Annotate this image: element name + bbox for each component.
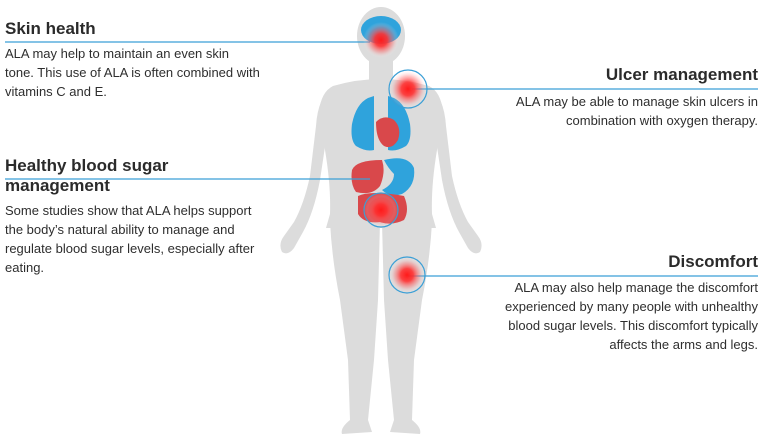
hotspot-chest — [388, 69, 428, 109]
heart-icon — [376, 117, 400, 148]
callout-body: ALA may help to maintain an even skin to… — [5, 46, 260, 99]
connector-lines — [5, 41, 758, 277]
hotspot-head — [363, 22, 399, 58]
callout-body: Some studies show that ALA helps support… — [5, 203, 255, 275]
callout-body: ALA may also help manage the discomfort … — [505, 280, 758, 352]
callout-body: ALA may be able to manage skin ulcers in… — [515, 94, 758, 128]
callout-blood-sugar: Healthy blood sugar management Some stud… — [5, 156, 273, 277]
liver-icon — [351, 160, 384, 194]
callout-title: Skin health — [5, 19, 96, 38]
stomach-icon — [382, 158, 415, 196]
callout-skin-health: Skin health ALA may help to maintain an … — [5, 19, 260, 101]
callout-title: Discomfort — [668, 252, 758, 271]
hotspot-thigh — [388, 256, 426, 294]
hotspot-abdomen — [363, 192, 399, 228]
callout-title: Healthy blood sugar management — [5, 156, 169, 195]
callout-title: Ulcer management — [605, 65, 758, 84]
callout-discomfort: Discomfort ALA may also help manage the … — [483, 252, 758, 354]
callout-ulcer-management: Ulcer management ALA may be able to mana… — [488, 65, 758, 130]
body-silhouette — [280, 7, 482, 434]
